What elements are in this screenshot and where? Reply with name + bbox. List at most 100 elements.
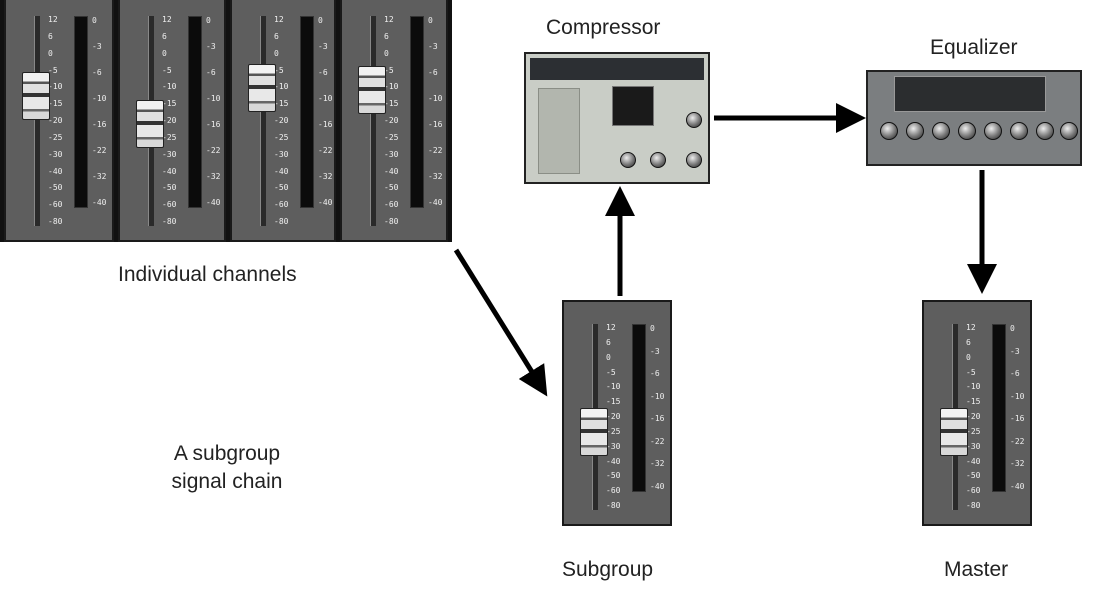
equalizer-knob: [1010, 122, 1028, 140]
fader-scale-label: -40: [606, 456, 621, 466]
fader-scale-label: 12: [384, 15, 394, 24]
fader-cap[interactable]: [940, 408, 968, 456]
level-meter: [300, 16, 314, 208]
caption-line-1: A subgroup: [173, 442, 281, 465]
level-meter: [410, 16, 424, 208]
meter-scale-label: -10: [206, 94, 221, 103]
meter-scale-label: -6: [1010, 369, 1020, 379]
equalizer-display: [894, 76, 1046, 112]
fader-cap[interactable]: [580, 408, 608, 456]
fader-scale-label: 6: [162, 31, 167, 41]
fader-scale-label: -30: [966, 441, 981, 451]
fader-scale-label: -30: [384, 149, 399, 159]
fader-scale-label: -50: [606, 471, 621, 481]
meter-scale-label: 0: [1010, 324, 1015, 333]
meter-scale-label: -22: [1010, 436, 1025, 446]
compressor-knob: [620, 152, 636, 168]
meter-scale-label: -16: [650, 414, 665, 424]
fader-scale-label: -5: [384, 65, 394, 75]
fader-cap[interactable]: [248, 64, 276, 112]
fader-scale-label: -80: [48, 217, 63, 226]
meter-scale-label: -6: [206, 68, 216, 77]
meter-scale-label: -3: [318, 42, 328, 51]
meter-scale-label: -10: [92, 94, 107, 103]
meter-scale-label: 0: [650, 324, 655, 333]
meter-scale-label: -16: [318, 120, 333, 129]
fader-scale-label: -10: [384, 82, 399, 92]
fader-scale-label: -15: [384, 99, 399, 109]
fader-scale-label: 6: [384, 31, 389, 41]
level-meter: [188, 16, 202, 208]
fader-scale-label: -60: [48, 200, 63, 210]
meter-scale-label: -40: [650, 482, 665, 491]
fader-scale-label: -40: [384, 166, 399, 176]
meter-scale-label: -10: [1010, 391, 1025, 401]
meter-scale-label: -40: [318, 198, 333, 207]
arrow-channels-to-subgroup: [453, 248, 548, 397]
fader-scale-label: -20: [162, 116, 177, 125]
compressor-knob: [686, 152, 702, 168]
fader-cap[interactable]: [136, 100, 164, 148]
fader-scale-label: -60: [606, 486, 621, 496]
fader-scale-label: -30: [274, 149, 289, 159]
fader-scale-label: -10: [606, 382, 621, 392]
fader-scale-label: -15: [606, 397, 621, 407]
meter-scale-label: -6: [650, 369, 660, 379]
meter-scale-label: -32: [428, 172, 443, 181]
fader-scale-label: -40: [162, 166, 177, 176]
fader-scale-label: -20: [274, 116, 289, 125]
meter-scale-label: -16: [206, 120, 221, 129]
fader-scale-label: -80: [162, 217, 177, 226]
meter-scale-label: -40: [428, 198, 443, 207]
meter-scale-label: -3: [92, 42, 102, 51]
fader-scale-label: 0: [162, 48, 167, 58]
meter-scale-label: -40: [92, 198, 107, 207]
meter-scale-label: -16: [92, 120, 107, 129]
fader-scale-label: -60: [384, 200, 399, 210]
fader-scale-label: 6: [274, 31, 279, 41]
fader-scale-label: -15: [274, 99, 289, 109]
equalizer-knob: [984, 122, 1002, 140]
equalizer-knob: [1060, 122, 1078, 140]
meter-scale-label: -10: [428, 94, 443, 103]
fader-scale-label: -80: [384, 217, 399, 226]
diagram-caption: A subgroup signal chain: [162, 440, 292, 496]
compressor-meter-panel: [538, 88, 580, 174]
fader-scale-label: -40: [274, 166, 289, 176]
meter-scale-label: -3: [1010, 346, 1020, 356]
fader-track: [260, 16, 266, 226]
fader-scale-label: -80: [606, 501, 621, 510]
fader-scale-label: -20: [48, 116, 63, 125]
meter-scale-label: -3: [650, 346, 660, 356]
fader-cap[interactable]: [358, 66, 386, 114]
fader-scale-label: 6: [48, 31, 53, 41]
fader-scale-label: -80: [966, 501, 981, 510]
fader-scale-label: 12: [606, 323, 616, 332]
meter-scale-label: -22: [650, 436, 665, 446]
fader-scale-label: -40: [966, 456, 981, 466]
meter-scale-label: -32: [92, 172, 107, 181]
fader-scale-label: -5: [162, 65, 172, 75]
equalizer-label: Equalizer: [930, 36, 1018, 59]
meter-scale-label: 0: [92, 16, 97, 25]
individual-channels-label: Individual channels: [118, 263, 297, 286]
fader-scale-label: 0: [966, 352, 971, 362]
fader-scale-label: -50: [966, 471, 981, 481]
equalizer-knob: [906, 122, 924, 140]
meter-scale-label: -3: [428, 42, 438, 51]
meter-scale-label: -40: [206, 198, 221, 207]
fader-scale-label: 12: [274, 15, 284, 24]
fader-scale-label: -15: [48, 99, 63, 109]
fader-scale-label: -10: [48, 82, 63, 92]
meter-scale-label: -32: [206, 172, 221, 181]
meter-scale-label: -16: [1010, 414, 1025, 424]
fader-cap[interactable]: [22, 72, 50, 120]
fader-scale-label: -60: [162, 200, 177, 210]
meter-scale-label: -32: [1010, 459, 1025, 469]
fader-scale-label: -10: [966, 382, 981, 392]
